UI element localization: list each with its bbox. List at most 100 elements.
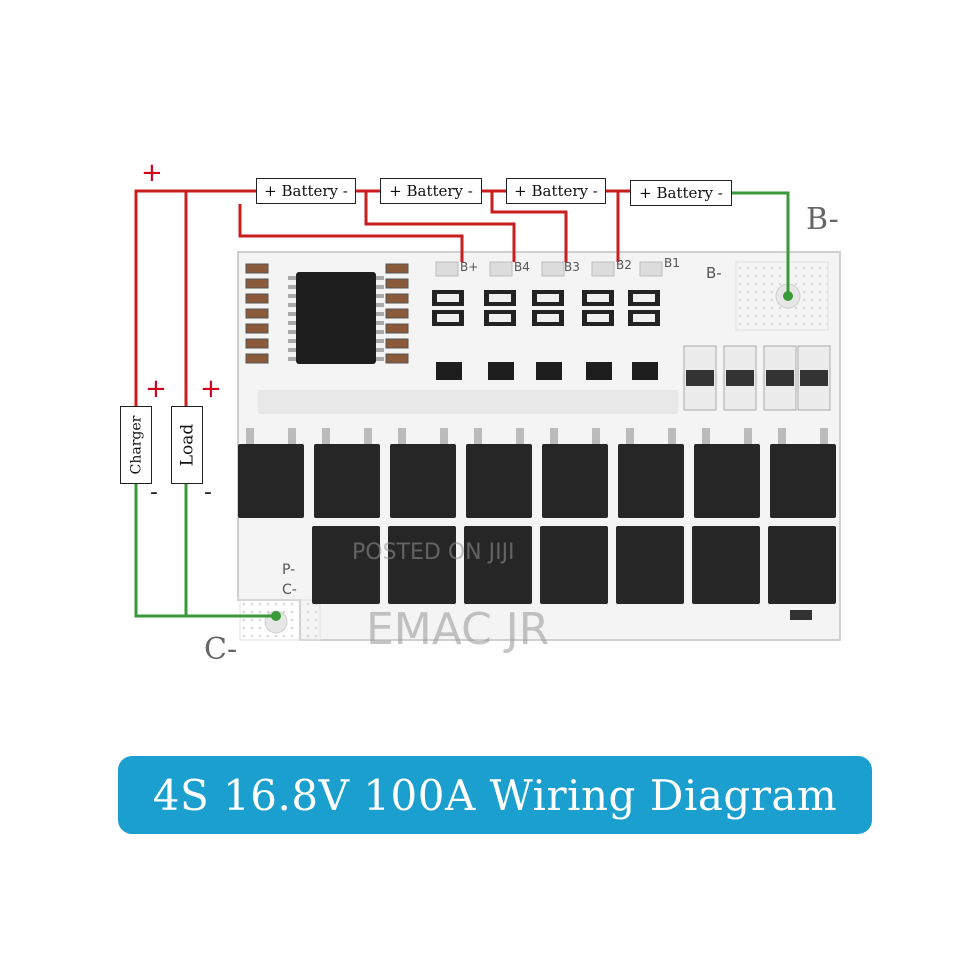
smd-capacitor (245, 308, 269, 319)
load-label: Load (177, 423, 198, 467)
balance-transistor (436, 362, 462, 380)
main-plus-sign: + (141, 158, 163, 188)
balance-transistor (586, 362, 612, 380)
balance-pad (489, 261, 513, 277)
mosfet (694, 444, 760, 518)
pin-p-minus: P- (282, 562, 296, 578)
mosfet (314, 444, 380, 518)
smd-capacitor (245, 293, 269, 304)
smd-capacitor (385, 293, 409, 304)
ic-pin (376, 285, 384, 289)
mosfet (466, 444, 532, 518)
pin-b2: B2 (616, 258, 632, 272)
ic-pin (288, 285, 296, 289)
b3-tap-wire (490, 191, 568, 262)
resistor-marking (437, 294, 459, 302)
resistor-marking (537, 314, 559, 322)
charger-box: Charger (120, 406, 152, 484)
load-plus-sign: + (200, 374, 222, 404)
b-plus-tap-wire (238, 204, 464, 262)
mosfet (540, 526, 608, 604)
mosfet (770, 444, 836, 518)
load-minus-sign: - (204, 480, 212, 505)
b-minus-wire (730, 191, 790, 296)
b4-tap-wire (364, 191, 516, 262)
pin-c-minus: C- (282, 582, 297, 598)
posted-watermark: POSTED ON JIJI (352, 540, 515, 565)
resistor-marking (633, 294, 655, 302)
pin-b3: B3 (564, 260, 580, 274)
b-minus-terminal-dot (783, 291, 793, 301)
mosfet (388, 526, 456, 604)
balance-pad (639, 261, 663, 277)
battery-4-label: + Battery - (639, 184, 723, 202)
mosfet (618, 444, 684, 518)
shunt-band (800, 370, 828, 386)
ic-pin (376, 312, 384, 316)
smd-capacitor (245, 263, 269, 274)
ic-pin (376, 303, 384, 307)
ic-pin (376, 330, 384, 334)
mosfet (464, 526, 532, 604)
balance-transistor (536, 362, 562, 380)
resistor-marking (437, 314, 459, 322)
mosfet (616, 526, 684, 604)
c-minus-terminal-dot (271, 611, 281, 621)
charger-negative-wire (134, 484, 276, 618)
battery-2: + Battery - (380, 178, 482, 204)
shunt-band (726, 370, 754, 386)
resistor-marking (489, 294, 511, 302)
balance-pad (435, 261, 459, 277)
ic-pin (376, 339, 384, 343)
load-box: Load (171, 406, 203, 484)
resistor-marking (587, 314, 609, 322)
b-minus-terminal-label: B- (806, 202, 839, 237)
mosfet-lead (364, 428, 372, 446)
ic-pin (288, 348, 296, 352)
battery-2-label: + Battery - (389, 182, 473, 200)
smd-capacitor (385, 338, 409, 349)
mosfet-lead (246, 428, 254, 446)
ic-pin (288, 312, 296, 316)
pin-b-minus: B- (706, 264, 722, 282)
battery-1-label: + Battery - (264, 182, 348, 200)
mosfet (692, 526, 760, 604)
smd-capacitor (245, 278, 269, 289)
battery-3-label: + Battery - (514, 182, 598, 200)
balance-transistor (488, 362, 514, 380)
smd-capacitor (245, 323, 269, 334)
mosfet-lead (702, 428, 710, 446)
smd-capacitor (385, 308, 409, 319)
mosfet-lead (592, 428, 600, 446)
smd-capacitor (385, 278, 409, 289)
smd-capacitor (385, 263, 409, 274)
smd-capacitor (385, 353, 409, 364)
mosfet-lead (820, 428, 828, 446)
ic-pin (376, 357, 384, 361)
ic-pin (376, 294, 384, 298)
mosfet (238, 444, 304, 518)
pin-b-plus: B+ (460, 260, 479, 274)
ic-pin (288, 303, 296, 307)
controller-ic (296, 272, 376, 364)
title-banner: 4S 16.8V 100A Wiring Diagram (118, 756, 872, 834)
charger-label: Charger (128, 415, 144, 475)
resistor-marking (587, 294, 609, 302)
charger-positive-wire (134, 189, 256, 406)
ic-pin (288, 294, 296, 298)
mosfet-lead (550, 428, 558, 446)
mosfet-lead (778, 428, 786, 446)
resistor-marking (633, 314, 655, 322)
ic-pin (288, 276, 296, 280)
ic-pin (288, 330, 296, 334)
mosfet-lead (744, 428, 752, 446)
balance-pad (541, 261, 565, 277)
charger-plus-sign: + (145, 374, 167, 404)
c-minus-terminal-label: C- (204, 632, 238, 667)
battery-3: + Battery - (506, 178, 606, 204)
ic-pin (288, 357, 296, 361)
balance-pad (591, 261, 615, 277)
battery-4: + Battery - (630, 180, 732, 206)
